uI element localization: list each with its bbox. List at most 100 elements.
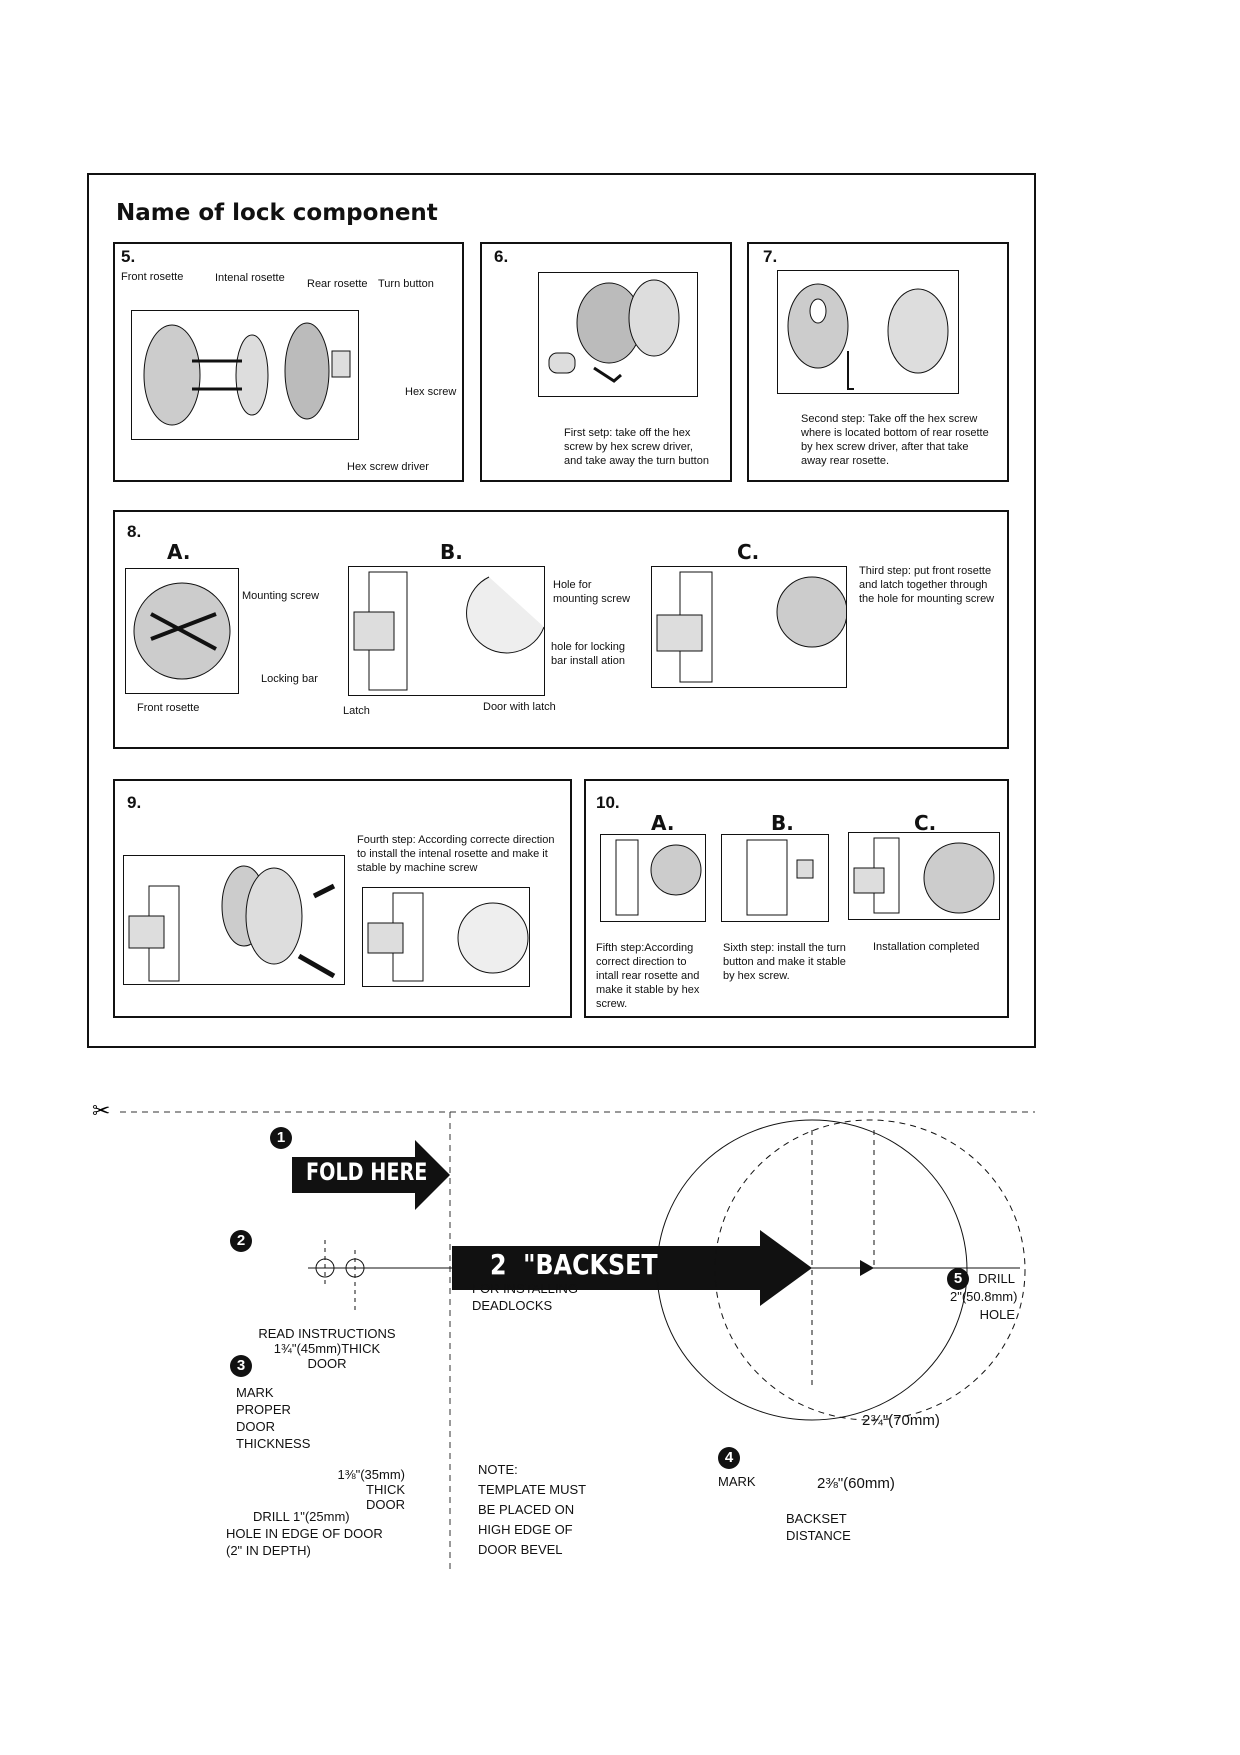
text-line: make it stable by hex [596,984,700,996]
sub-label-a: A. [167,540,191,564]
text-line: Fourth step: According correcte directio… [357,834,555,846]
step6-illustration [538,272,698,397]
text-line: DOOR [236,1419,275,1434]
mark-label: MARK [718,1474,756,1489]
label-front-rosette: Front rosette [121,271,184,283]
text-line: First setp: take off the hex [564,427,691,439]
panel-9: 9. Fourth step: According correcte direc… [113,779,572,1018]
text-line: and latch together through [859,579,988,591]
rear-rosette-drawing [787,283,949,390]
label-hole-locking: hole for locking bar install ation [551,640,625,668]
text-line: and take away the turn button [564,455,709,467]
text-line: FOR INSTALLING [472,1281,578,1296]
page-title: Name of lock component [116,200,438,226]
text-line: THICKNESS [236,1436,311,1451]
text-line: THICK [366,1482,405,1497]
text-line: where is located bottom of rear rosette [801,427,989,439]
fold-here-label: FOLD HERE [306,1158,428,1186]
panel-number: 7. [763,247,778,266]
sub-label-b: B. [771,811,794,835]
lock-parts-drawing [143,322,351,426]
label-hex-screw-driver: Hex screw driver [347,461,429,473]
step10a-illustration [600,834,706,922]
text-line: BE PLACED ON [478,1502,575,1517]
text-line: TEMPLATE MUST [478,1482,587,1497]
sub-label-c: C. [914,811,937,835]
text-line: DRILL 1"(25mm) [253,1509,350,1524]
step-number-3: 3 [230,1355,252,1377]
mark-thickness-text: MARK PROPER DOOR THICKNESS [236,1384,310,1452]
text-line: Hole for [553,579,592,591]
step-number-5: 5 [947,1268,969,1290]
step10c-text: Installation completed [873,941,980,953]
backset-arrow [452,1230,812,1306]
text-line: DISTANCE [786,1528,851,1543]
text-line: bar install ation [551,655,625,667]
text-line: Second step: Take off the hex screw [801,413,978,425]
text-line: NOTE: [478,1462,518,1477]
text-line: screw. [596,998,628,1010]
label-latch: Latch [343,705,370,717]
rosette-drawing [548,279,680,383]
text-line: DOOR BEVEL [478,1542,563,1557]
label-locking-bar: Locking bar [261,673,318,685]
text-line: HOLE [979,1307,1015,1322]
text-line: away rear rosette. [801,455,890,467]
text-line: HIGH EDGE OF [478,1522,573,1537]
mounted-rosette-drawing [367,892,529,982]
text-line: Third step: put front rosette [859,565,992,577]
panel-number: 6. [494,247,509,266]
sub-label-b: B. [440,540,463,564]
exploded-lock-illustration [131,310,359,440]
text-line: BACKSET [786,1511,847,1526]
for-deadlocks-text: FOR INSTALLING DEADLOCKS [472,1280,578,1314]
sub-label-c: C. [737,540,760,564]
text-line: mounting screw [553,593,631,605]
text-line: READ INSTRUCTIONS [258,1326,396,1341]
text-line: Sixth step: install the turn [723,942,846,954]
completed-lock-drawing [853,837,995,914]
panel-5: 5. Front rosette Intenal rosette Rear ro… [113,242,464,482]
template-note: NOTE: TEMPLATE MUST BE PLACED ON HIGH EDGE … [478,1460,586,1560]
text-line: by hex screw. [723,970,790,982]
backset-distance-text: BACKSET DISTANCE [786,1510,851,1544]
front-rosette-illustration [125,568,239,694]
text-line: (2" IN DEPTH) [226,1543,311,1558]
sub-label-a: A. [651,811,675,835]
text-line: PROPER [236,1402,291,1417]
step10b-illustration [721,834,829,922]
scissors-icon: ✂ [92,1100,110,1123]
door-drawing [353,571,544,691]
text-line: DOOR [307,1356,347,1371]
step8c-text: Third step: put front rosette and latch t… [859,564,994,606]
step7-text: Second step: Take off the hex screw where… [801,412,989,468]
label-intenal-rosette: Intenal rosette [215,272,285,284]
step-number-1: 1 [270,1127,292,1149]
text-line: DEADLOCKS [472,1298,553,1313]
step9-text: Fourth step: According correcte directio… [357,833,554,875]
text-line: hole for locking [551,641,625,653]
text-line: DOOR [366,1497,405,1512]
front-rosette-drawing [133,582,231,680]
text-line: button and make it stable [723,956,846,968]
solid-hole-circle [656,1119,968,1421]
label-mounting-screw: Mounting screw [242,590,320,602]
panel-8: 8. A. B. C. Mounting screw Locking bar F… [113,510,1009,749]
step7-illustration [777,270,959,394]
drilling-template-drawing: ✂ [92,1100,1035,1570]
label-door-with-latch: Door with latch [483,701,556,713]
backset-label: 2 "BACKSET [490,1248,658,1281]
label-hole-mounting: Hole for mounting screw [553,578,630,606]
step10b-text: Sixth step: install the turn button and m… [723,941,846,983]
step9-illustration-1 [123,855,345,985]
label-front-rosette: Front rosette [137,702,200,714]
text-line: MARK [236,1385,274,1400]
label-hex-screw: Hex screw [405,386,457,398]
step8c-illustration [651,566,847,688]
panel-number: 9. [127,793,142,812]
